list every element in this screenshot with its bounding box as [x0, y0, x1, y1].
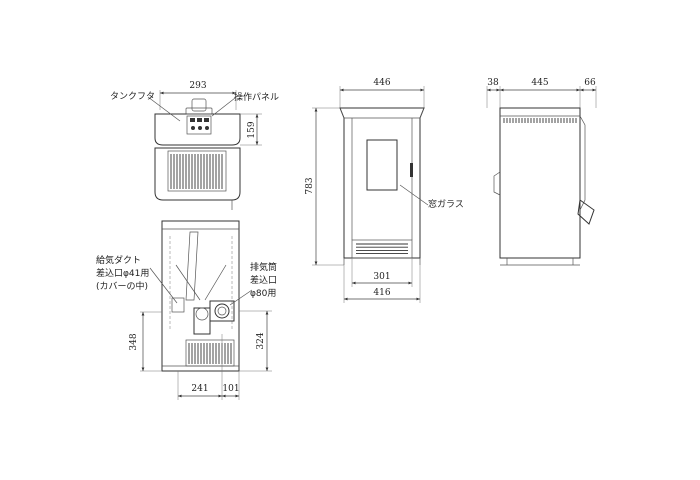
front-body-outline: [339, 107, 425, 259]
side-rear-bulge: [579, 115, 586, 211]
front-grill: [351, 239, 413, 259]
side-body-outline: [499, 107, 581, 259]
control-panel: [186, 115, 212, 135]
front-grill-dim: 301: [373, 272, 390, 282]
rear-dim-348: 348: [129, 333, 139, 350]
side-handle: [493, 171, 501, 196]
rear-dim-241: 241: [191, 384, 208, 394]
front-width-dim: 446: [373, 78, 390, 88]
tank-lid: [191, 98, 207, 112]
front-view: 446 783 窓ガラス 301 416: [305, 78, 464, 303]
top-grill: [167, 150, 227, 192]
side-dim-depth: 445: [531, 78, 548, 88]
label-exhaust-1: 排気筒: [250, 261, 277, 273]
label-exhaust-3: φ80用: [250, 288, 276, 299]
label-intake-2: 差込口φ41用: [96, 267, 149, 279]
rear-view: 給気ダクト 差込口φ41用 (カバーの中) 排気筒 差込口 φ80用 348 3…: [96, 220, 277, 400]
intake-cover: [171, 297, 185, 313]
front-base-dim: 416: [373, 288, 390, 298]
label-intake-1: 給気ダクト: [96, 254, 141, 266]
top-view: 293 タンクフタ 操作パネル 159: [110, 81, 279, 210]
intake-duct: [185, 231, 199, 301]
top-width-dim: 293: [189, 81, 206, 91]
side-view: 38 445 66: [486, 78, 597, 266]
top-body-outline: [154, 113, 241, 146]
label-control-panel: 操作パネル: [234, 91, 279, 103]
top-height-dim: 159: [247, 121, 257, 138]
label-window: 窓ガラス: [428, 198, 464, 210]
label-exhaust-2: 差込口: [250, 274, 277, 286]
rear-body-outline: [161, 220, 240, 372]
side-dim-left: 38: [487, 78, 499, 88]
label-tank-lid: タンクフタ: [110, 91, 155, 102]
rear-dim-101: 101: [222, 384, 239, 394]
side-exhaust: [577, 199, 595, 225]
label-intake-3: (カバーの中): [96, 280, 148, 292]
front-height-dim: 783: [305, 177, 315, 194]
front-window: [366, 139, 398, 191]
rear-dim-324: 324: [256, 332, 266, 349]
side-dim-right: 66: [584, 78, 596, 88]
